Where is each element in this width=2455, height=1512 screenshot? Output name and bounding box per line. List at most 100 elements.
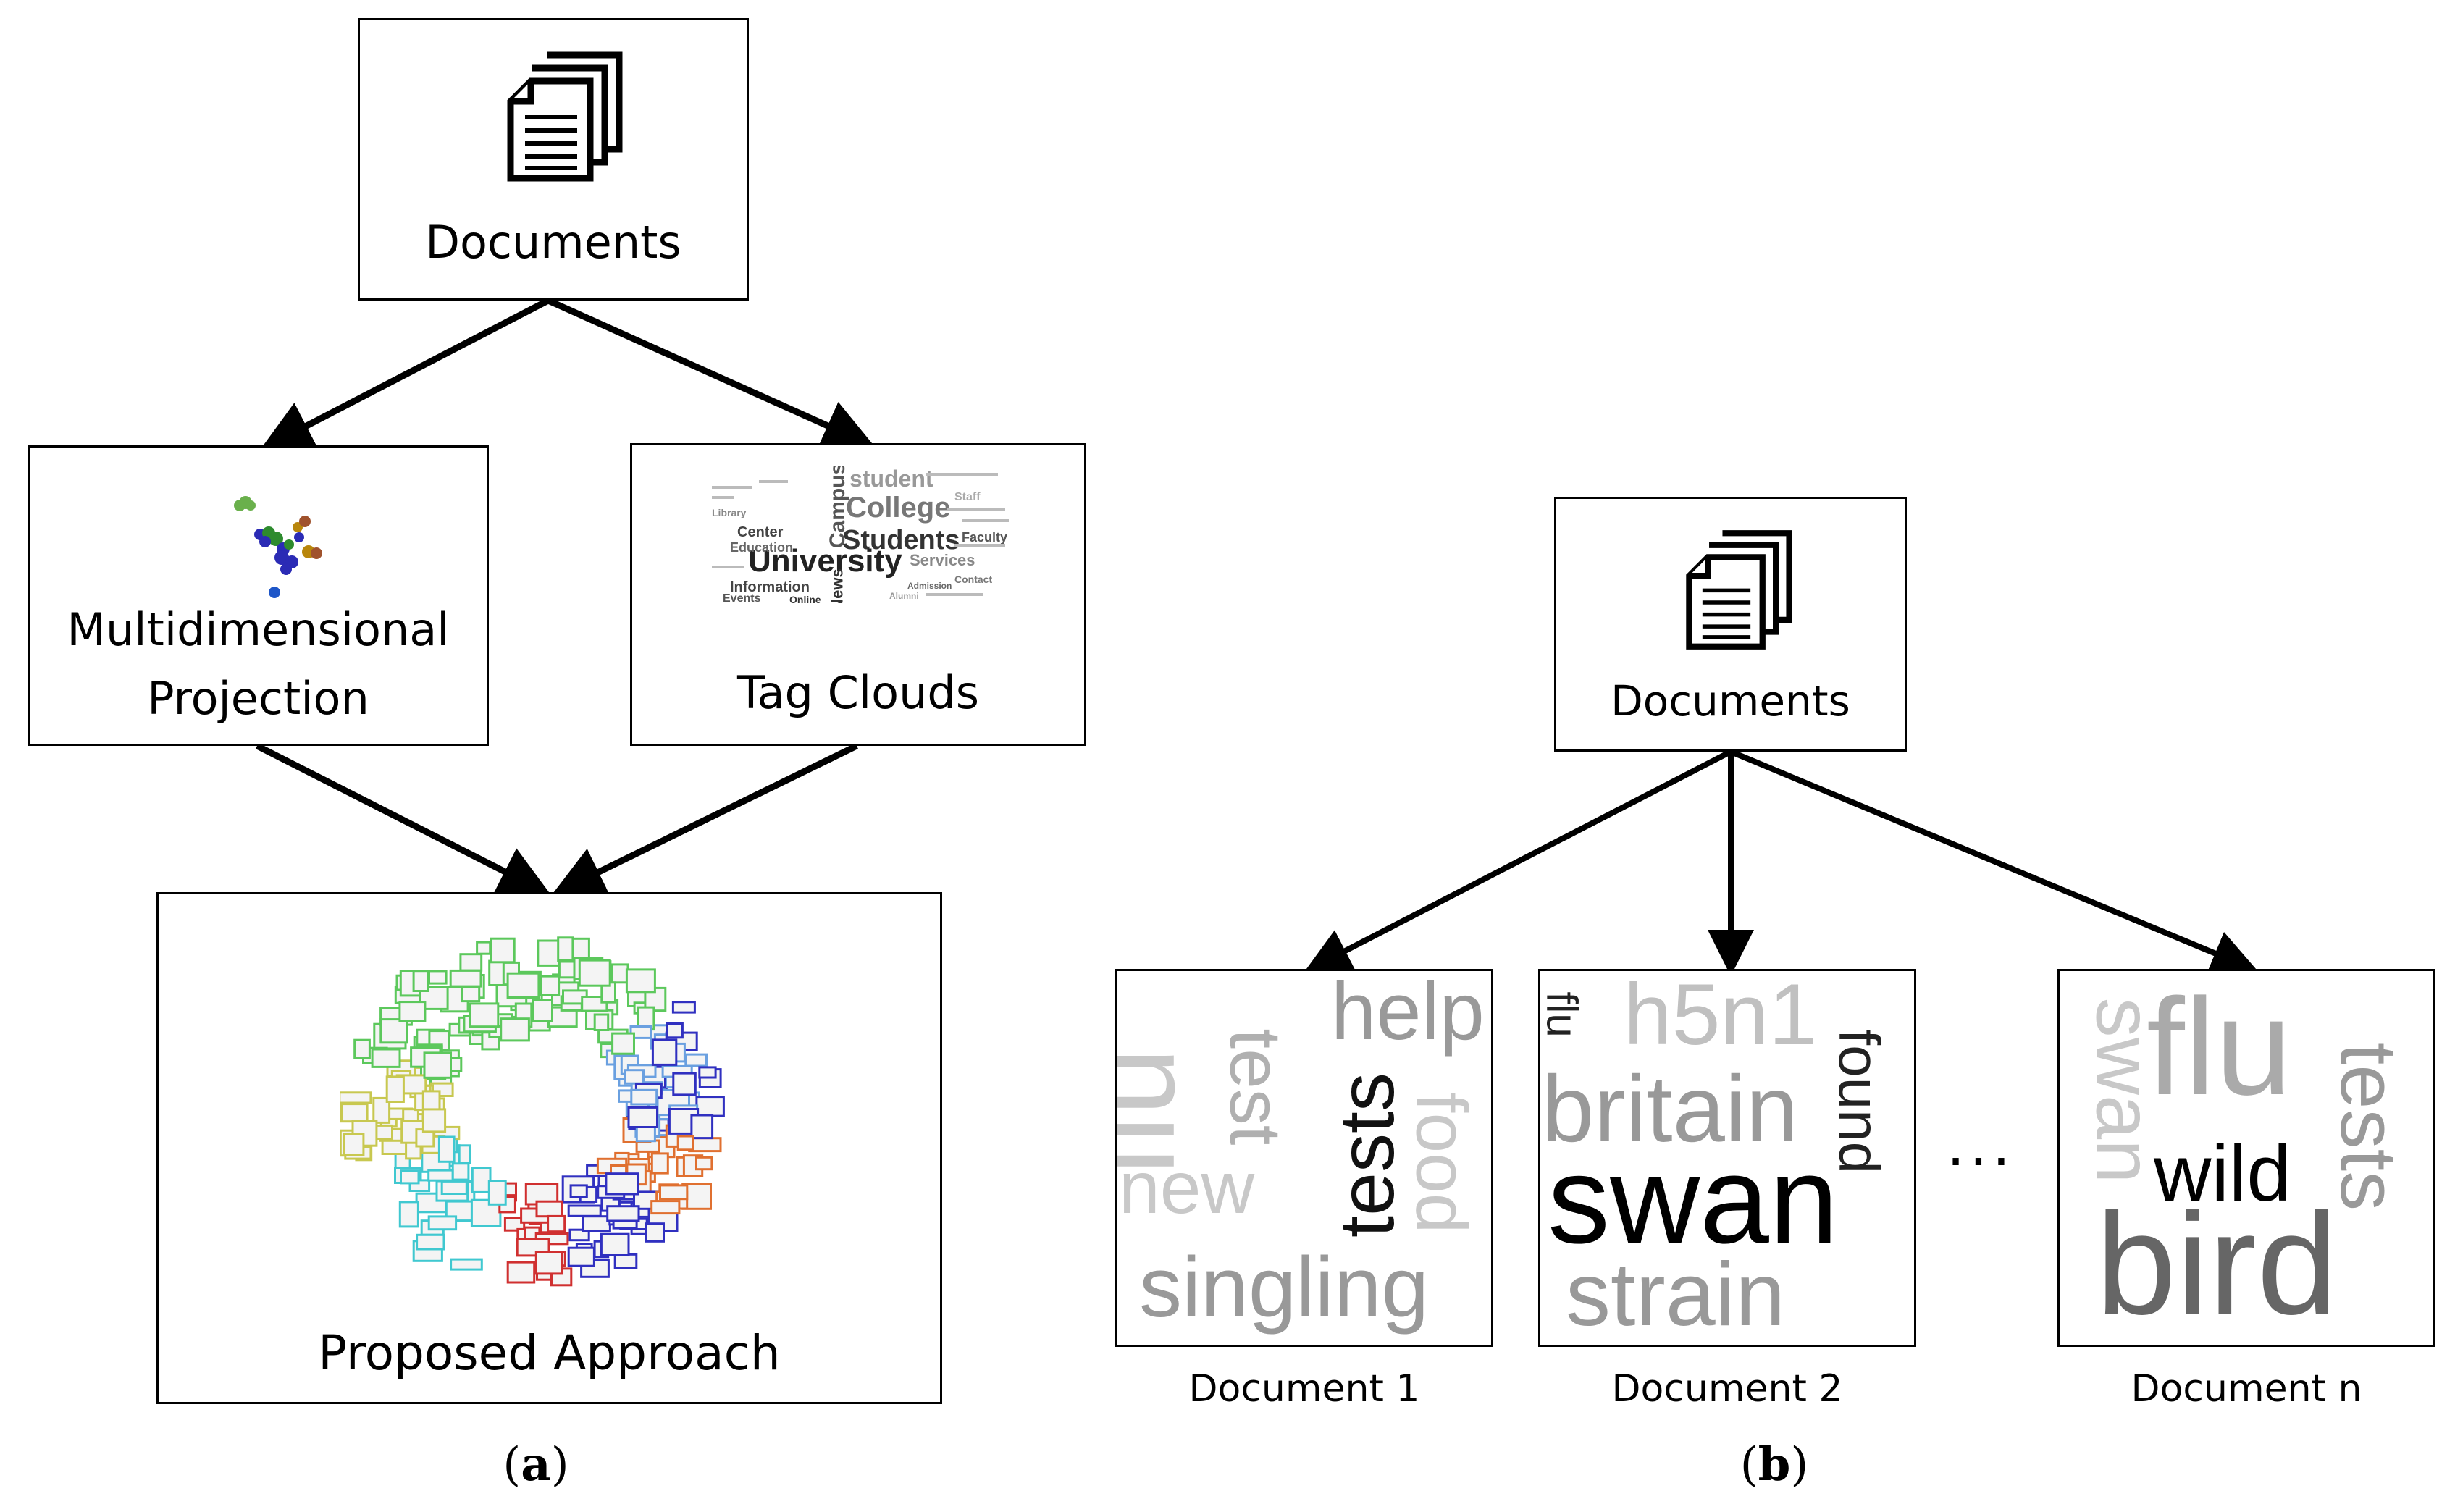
cluster-cell [606, 1205, 640, 1222]
doc1-word-singling: singling [1139, 1240, 1430, 1335]
doc1-word-new: new [1119, 1146, 1255, 1229]
documents-icon-b [1686, 530, 1792, 650]
cluster-cell [630, 1088, 658, 1106]
doc1-word-help: help [1331, 969, 1485, 1057]
doc1-caption: Document 1 [1188, 1367, 1420, 1411]
cluster-cell [627, 1106, 658, 1128]
documents-box-b: Documents [1554, 497, 1907, 752]
cluster-cell [600, 1232, 630, 1257]
doc2-word-h5n1: h5n1 [1624, 969, 1817, 1063]
cluster-cell [625, 968, 656, 994]
docn-word-wild: wild [2154, 1129, 2291, 1218]
proposed-approach-thumbnail [340, 936, 725, 1287]
docn-word-flu: flu [2146, 970, 2292, 1124]
cluster-cell [500, 1017, 530, 1042]
cluster-cell [611, 1032, 636, 1055]
cluster-cell [476, 941, 492, 955]
cluster-cell [540, 975, 561, 996]
cluster-cell [547, 1214, 566, 1233]
cluster-cell [698, 1066, 717, 1079]
doc2-word-swan: swan [1548, 1130, 1839, 1269]
tc-word-services: Services [910, 551, 975, 569]
doc2-caption: Document 2 [1611, 1367, 1843, 1411]
cluster-cell [684, 1053, 708, 1067]
doc2-word-flu: flu [1538, 991, 1587, 1038]
tag-cloud-thumbnail: student Campus College Students Universi… [708, 466, 1012, 603]
arrow-docs-to-docn [1729, 749, 2258, 975]
cluster-cell [651, 1038, 678, 1066]
cluster-cell [398, 1001, 427, 1022]
tag-clouds-box: student Campus College Students Universi… [630, 443, 1086, 746]
cluster-cell [535, 1200, 563, 1218]
cluster-cell [427, 1215, 458, 1231]
subfigure-label-b: (b) [1740, 1437, 1809, 1492]
cluster-cell [398, 1201, 419, 1228]
tc-word-contact: Contact [954, 574, 993, 585]
doc1-word-food: food [1401, 1092, 1482, 1234]
tc-word-education: Education [730, 540, 794, 555]
doc2-word-found: found [1827, 1028, 1892, 1175]
cluster-cell [582, 1215, 611, 1232]
tc-word-library: Library [712, 507, 747, 518]
cluster-cell [506, 1261, 536, 1284]
arrow-tagclouds-to-proposed [551, 742, 858, 896]
cluster-cell [371, 1048, 401, 1068]
cluster-cell [427, 1169, 454, 1182]
tc-word-events: Events [723, 592, 761, 604]
cluster-cell [459, 953, 483, 972]
doc1-word-test: test [1214, 1028, 1296, 1146]
cluster-cell [469, 1002, 500, 1028]
cluster-cell [340, 1091, 372, 1104]
cluster-cell [659, 1184, 689, 1201]
tc-word-information: Information [730, 579, 810, 595]
cluster-cell [690, 1114, 714, 1140]
cluster-cell [428, 970, 448, 985]
docn-word-cloud: swan flu tests wild bird [2057, 969, 2435, 1347]
cluster-cell [415, 1192, 448, 1214]
cluster-cell [461, 986, 481, 1003]
projection-box: Multidimensional Projection [28, 445, 489, 746]
cluster-cell [650, 1152, 669, 1175]
projection-label-line2: Projection [147, 672, 369, 725]
subfigure-label-a: (a) [503, 1437, 569, 1492]
cluster-cell [372, 1096, 391, 1124]
cluster-cell [343, 1133, 365, 1156]
docn-word-bird: bird [2096, 1183, 2338, 1345]
cluster-cell [340, 1103, 369, 1123]
cluster-cell [672, 1072, 697, 1096]
cluster-cell [629, 1025, 652, 1039]
cluster-cell [645, 1222, 665, 1243]
documents-label-b: Documents [1611, 676, 1850, 726]
doc1-word-tests: tests [1322, 1072, 1411, 1238]
cluster-cell [578, 959, 611, 987]
cluster-cell [487, 1180, 507, 1206]
projection-label-line1: Multidimensional [67, 603, 450, 656]
cluster-cell [695, 1156, 713, 1171]
cluster-cell [421, 1108, 447, 1133]
cluster-cell [532, 999, 553, 1022]
cluster-cell [385, 1075, 405, 1103]
cluster-cell [423, 1051, 452, 1079]
cluster-cell [567, 1204, 602, 1217]
cluster-cell [624, 1069, 645, 1085]
cluster-cell [503, 1217, 526, 1232]
arrow-docs-to-projection [260, 298, 550, 450]
documents-icon [507, 51, 623, 182]
cluster-cell [490, 937, 516, 964]
cluster-cell [557, 936, 574, 962]
cluster-cell [610, 963, 629, 984]
tc-word-center: Center [737, 524, 784, 540]
tc-word-students: Students [842, 525, 960, 555]
cluster-cell [451, 1162, 470, 1181]
doc2-word-britain: britain [1542, 1056, 1799, 1162]
cluster-cell [666, 1022, 684, 1039]
cluster-cell [671, 1001, 696, 1014]
docn-word-tests: tests [2324, 1042, 2414, 1211]
tag-cloud-filler-lines [712, 473, 1009, 596]
cluster-cell [506, 972, 540, 999]
docn-caption: Document n [2131, 1367, 2362, 1411]
doc1-word-cloud: flu test help new tests food singling [1115, 969, 1493, 1347]
cluster-cell [613, 1253, 638, 1269]
